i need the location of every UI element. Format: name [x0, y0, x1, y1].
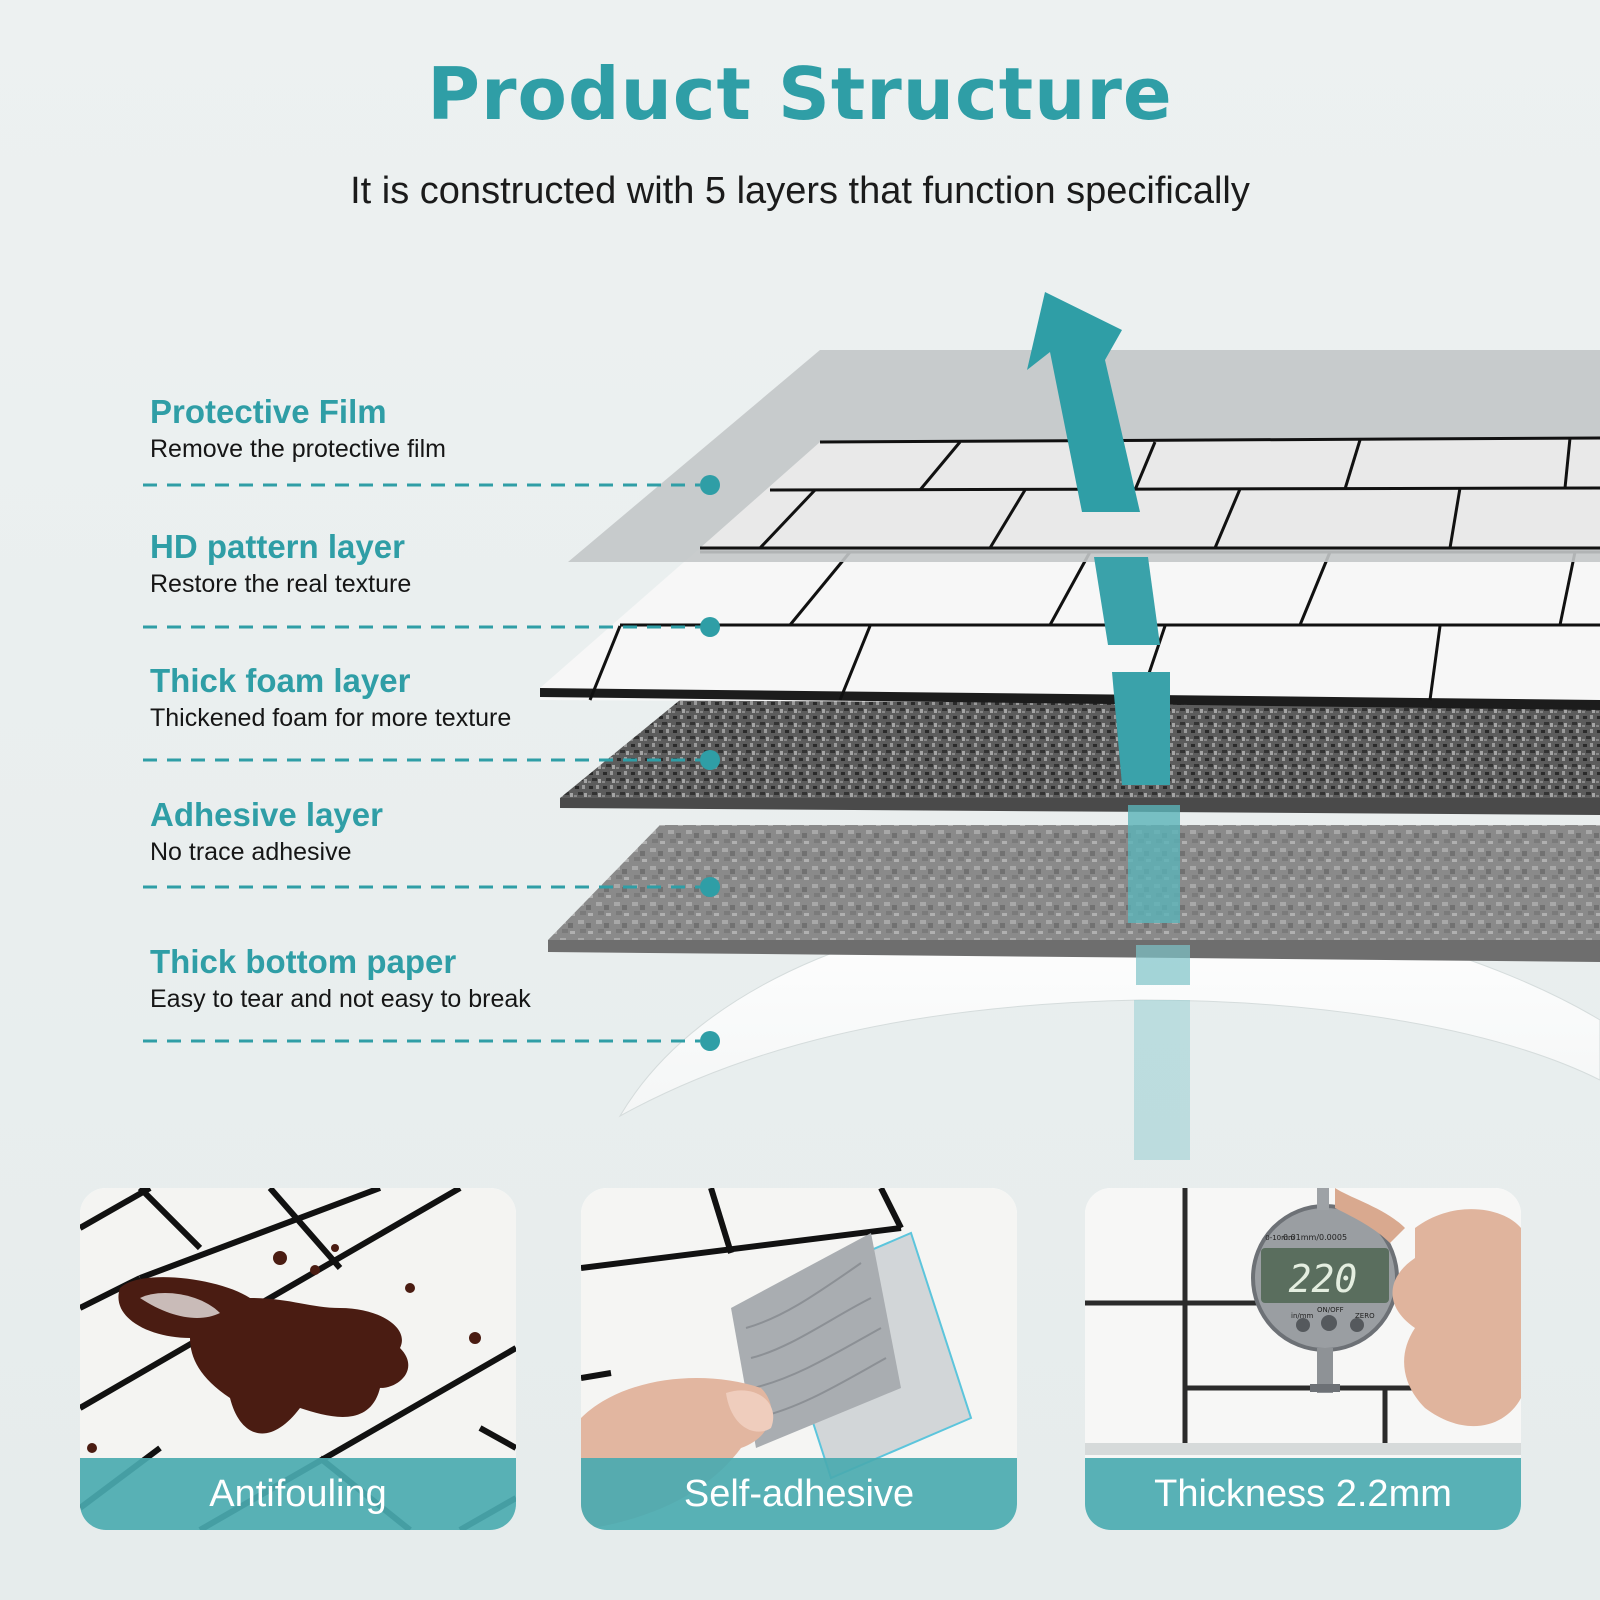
- leader-dot: [700, 475, 720, 495]
- gauge-button-label: ON/OFF: [1317, 1306, 1344, 1314]
- layer-description: Easy to tear and not easy to break: [150, 985, 531, 1013]
- layer-label-protective-film: Protective Film Remove the protective fi…: [150, 393, 710, 465]
- film-tiles: [700, 436, 1600, 550]
- layer-name: Protective Film: [150, 393, 387, 430]
- leader-dot: [700, 877, 720, 897]
- feature-caption: Self-adhesive: [581, 1458, 1017, 1530]
- layer-description: Thickened foam for more texture: [150, 704, 512, 732]
- gauge-unit-label: 0.01mm/0.0005: [1283, 1233, 1347, 1242]
- layer-label-foam: Thick foam layer Thickened foam for more…: [150, 662, 710, 734]
- feature-caption: Thickness 2.2mm: [1085, 1458, 1521, 1530]
- gauge-reading: 220: [1289, 1257, 1358, 1301]
- page-title: Product Structure: [427, 52, 1173, 136]
- leader-dot: [700, 1031, 720, 1051]
- gauge-button-label: ZERO: [1355, 1312, 1375, 1320]
- layer-name: Thick bottom paper: [150, 943, 457, 980]
- layer-description: Remove the protective film: [150, 435, 446, 463]
- layer-label-hd-pattern: HD pattern layer Restore the real textur…: [150, 528, 710, 600]
- layer-description: Restore the real texture: [150, 570, 412, 598]
- layer-description: No trace adhesive: [150, 838, 352, 866]
- upward-arrow-icon: [1027, 292, 1190, 1160]
- page-subtitle: It is constructed with 5 layers that fun…: [350, 170, 1250, 212]
- feature-caption: Antifouling: [80, 1458, 516, 1530]
- feature-card-thickness: 220 0.01mm/0.0005 0-10mm in/mm ON/OFF ZE…: [1085, 1188, 1521, 1530]
- feature-card-self-adhesive: Self-adhesive: [581, 1188, 1017, 1530]
- layer-label-bottom-paper: Thick bottom paper Easy to tear and not …: [150, 943, 710, 1015]
- layer-name: Thick foam layer: [150, 662, 411, 699]
- layer-name: HD pattern layer: [150, 528, 405, 565]
- layer-name: Adhesive layer: [150, 796, 383, 833]
- gauge-range-label: 0-10mm: [1265, 1234, 1295, 1242]
- leader-dot: [700, 617, 720, 637]
- leader-dot: [700, 750, 720, 770]
- layer-diagram: [143, 292, 1600, 1160]
- feature-card-antifouling: Antifouling: [80, 1188, 516, 1530]
- gauge-button-label: in/mm: [1291, 1312, 1314, 1320]
- layer-label-adhesive: Adhesive layer No trace adhesive: [150, 796, 710, 868]
